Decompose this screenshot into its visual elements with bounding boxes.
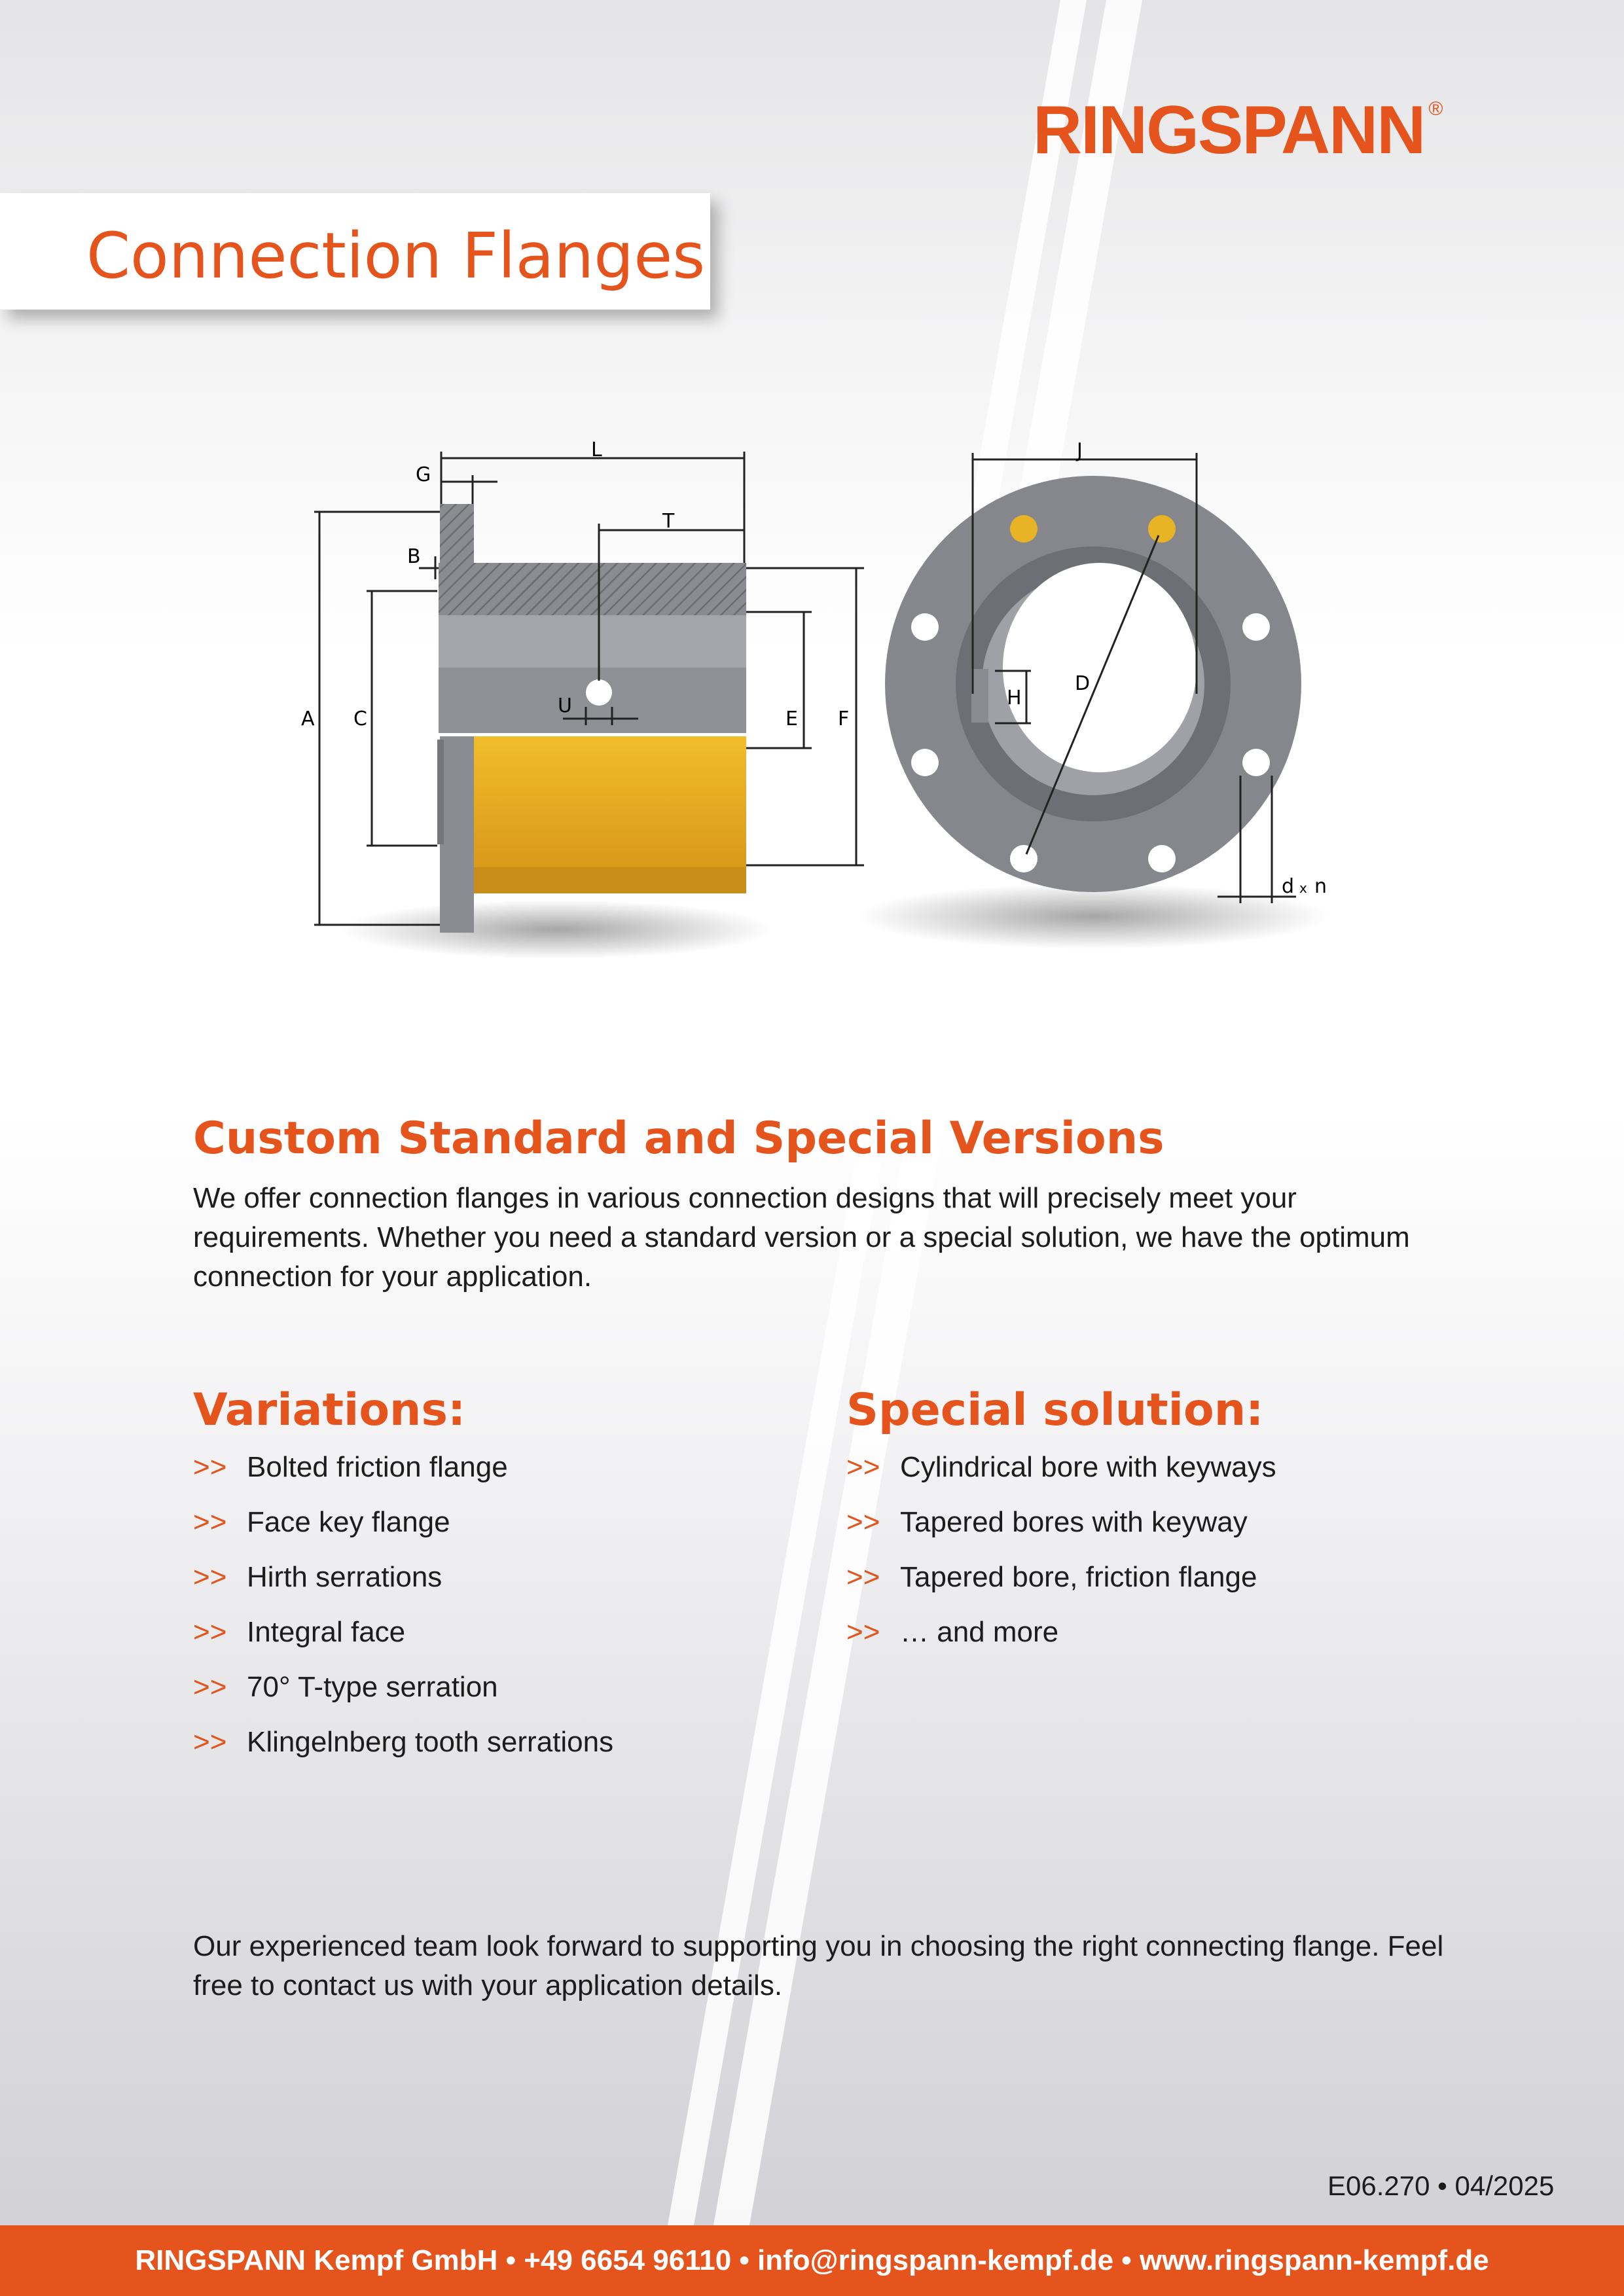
custom-text: We offer connection flanges in various c… [193, 1182, 1410, 1293]
custom-section: Custom Standard and Special Versions We … [193, 1113, 1476, 1297]
dim-label-e: E [785, 708, 798, 730]
special-list: >>Cylindrical bore with keyways >>Tapere… [846, 1448, 1435, 1668]
dim-label-d-small: d [1282, 875, 1294, 898]
dim-label-c: C [353, 708, 367, 730]
side-view: L G T B A C U E F [301, 439, 864, 959]
document-number: E06.270 • 04/2025 [1327, 2170, 1555, 2201]
list-item: >>Integral face [193, 1616, 406, 1648]
dim-label-u: U [558, 694, 572, 717]
list-item: >>Tapered bore, friction flange [846, 1561, 1257, 1593]
front-view: J D H d x n [857, 439, 1329, 949]
footer-bar: RINGSPANN Kempf GmbH • +49 6654 96110 • … [0, 2225, 1624, 2296]
list-item: >>Hirth serrations [193, 1561, 442, 1593]
dim-label-x: x [1299, 880, 1307, 896]
list-item: >>Bolted friction flange [193, 1451, 508, 1483]
list-item: >>70° T-type serration [193, 1671, 498, 1703]
dim-label-b: B [407, 545, 421, 568]
list-item: >>Face key flange [193, 1506, 450, 1538]
special-heading: Special solution: [846, 1384, 1264, 1436]
special-section: Special solution: >>Cylindrical bore wit… [846, 1384, 1435, 1668]
dim-label-h: H [1007, 687, 1022, 709]
variations-section: Variations: >>Bolted friction flange >>F… [193, 1384, 782, 1778]
custom-heading: Custom Standard and Special Versions [193, 1113, 1164, 1164]
closing-text: Our experienced team look forward to sup… [193, 1930, 1444, 2001]
title-banner: Connection Flanges [0, 193, 710, 310]
dim-label-j: J [1075, 439, 1083, 462]
ringspann-logo: RINGSPANN® [1033, 92, 1443, 168]
dim-label-a: A [301, 708, 315, 730]
dim-label-n: n [1314, 875, 1327, 898]
list-item: >>Klingelnberg tooth serrations [193, 1726, 614, 1758]
variations-heading: Variations: [193, 1384, 466, 1436]
closing-section: Our experienced team look forward to sup… [193, 1927, 1476, 2005]
dim-label-d: D [1075, 672, 1090, 695]
dim-label-g: G [416, 463, 431, 486]
dim-label-t: T [662, 510, 675, 533]
dim-label-l: L [591, 439, 602, 461]
dim-label-f: F [838, 708, 849, 730]
flange-drawing: L G T B A C U E F [301, 439, 1329, 959]
list-item: >>Cylindrical bore with keyways [846, 1451, 1276, 1483]
list-item: >>Tapered bores with keyway [846, 1506, 1248, 1538]
variations-list: >>Bolted friction flange >>Face key flan… [193, 1448, 782, 1778]
list-item: >>… and more [846, 1616, 1059, 1648]
page-title: Connection Flanges [86, 219, 706, 293]
